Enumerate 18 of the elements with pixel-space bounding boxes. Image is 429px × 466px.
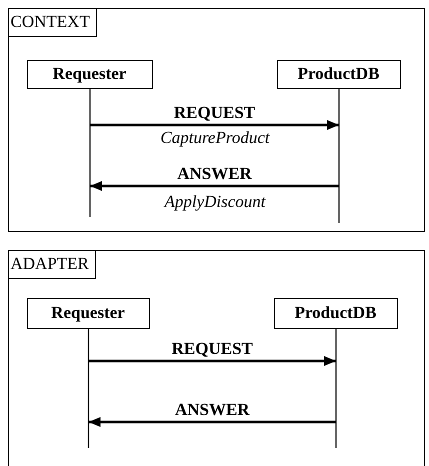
operation-name: ApplyDiscount [164,192,266,212]
message-label: REQUEST [172,339,253,359]
message-arrow [90,181,339,191]
participant-box: Requester [26,298,150,328]
operation-name: CaptureProduct [160,128,270,148]
message-label: ANSWER [177,164,252,184]
message-label: ANSWER [174,400,250,420]
message-arrow [88,417,336,427]
frame-title: ADAPTER [8,250,96,278]
message-label: REQUEST [174,103,256,123]
frame-box [8,8,425,232]
message-arrow [90,120,339,130]
participant-box: ProductDB [274,298,398,328]
message-arrow [88,356,336,366]
frame-title: CONTEXT [8,8,97,36]
frame-box [8,250,425,466]
participant-box: ProductDB [276,60,400,88]
participant-box: Requester [26,60,152,88]
